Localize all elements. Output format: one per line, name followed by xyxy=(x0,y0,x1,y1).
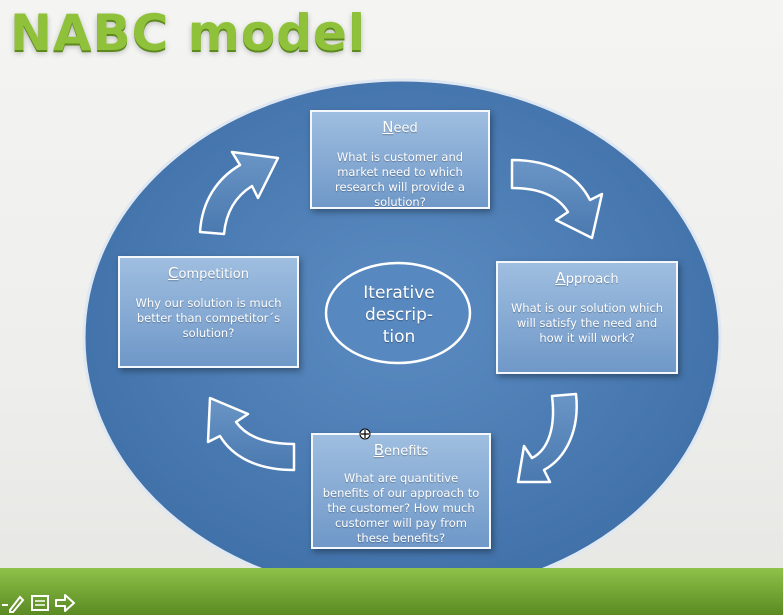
slide-title: NABC model xyxy=(10,4,367,62)
center-ellipse xyxy=(324,261,472,365)
benefits-initial: B xyxy=(373,441,384,459)
benefits-heading-rest: enefits xyxy=(384,444,429,459)
arrow-up-right xyxy=(198,150,280,236)
competition-heading-rest: ompetition xyxy=(178,267,249,282)
arrow-up-left xyxy=(206,396,296,472)
next-arrow-icon[interactable] xyxy=(54,593,76,613)
bottom-bar xyxy=(0,568,783,615)
need-box: Need What is customer and market need to… xyxy=(310,110,490,209)
arrow-down-left xyxy=(516,392,578,484)
move-cursor-icon xyxy=(359,428,371,440)
benefits-text: What are quantitive benefits of our appr… xyxy=(322,471,480,545)
approach-initial: A xyxy=(555,269,566,287)
need-heading: Need xyxy=(312,118,488,136)
competition-box: Competition Why our solution is much bet… xyxy=(118,256,299,368)
pen-icon[interactable] xyxy=(0,593,26,613)
benefits-box: Benefits What are quantitive benefits of… xyxy=(311,433,491,549)
arrow-down-right xyxy=(510,158,604,240)
need-heading-rest: eed xyxy=(393,121,418,136)
competition-heading: Competition xyxy=(120,264,297,282)
approach-text: What is our solution which will satisfy … xyxy=(510,301,664,345)
approach-heading: Approach xyxy=(498,269,676,287)
slide-toolbar xyxy=(0,592,76,614)
competition-text: Why our solution is much better than com… xyxy=(135,296,282,340)
benefits-heading: Benefits xyxy=(313,441,489,459)
approach-heading-rest: pproach xyxy=(565,272,619,287)
notes-icon[interactable] xyxy=(30,593,50,613)
need-initial: N xyxy=(382,118,394,136)
competition-initial: C xyxy=(168,264,179,282)
need-text: What is customer and market need to whic… xyxy=(335,150,465,209)
center-label: Iterative descrip- tion xyxy=(363,283,435,347)
approach-box: Approach What is our solution which will… xyxy=(496,261,678,374)
